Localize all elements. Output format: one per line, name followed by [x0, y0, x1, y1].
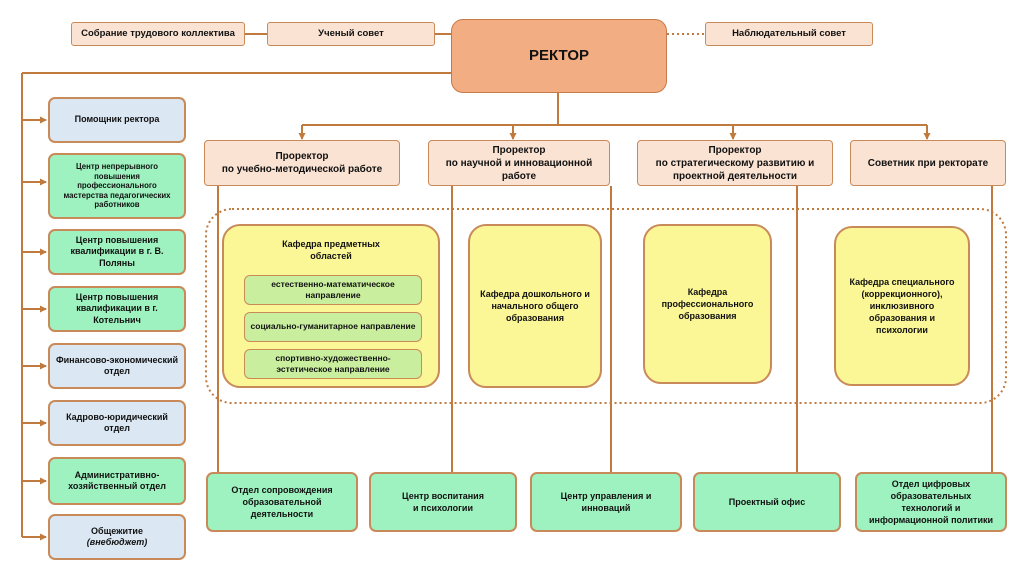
dept-subject-areas-title: Кафедра предметных областей	[282, 239, 380, 262]
upbringing-center-label: Центр воспитания и психологии	[402, 490, 484, 513]
continuous-pd-center-label: Центр непрерывного повышения профессиона…	[63, 162, 171, 210]
dept-preschool-label: Кафедра дошкольного и начального общего …	[480, 288, 590, 324]
upbringing-center-box[interactable]: Центр воспитания и психологии	[369, 472, 517, 532]
direction-science-math-label: естественно-математическое направление	[271, 278, 395, 300]
vice-rector-research-box[interactable]: Проректор по научной и инновационной раб…	[428, 140, 610, 186]
direction-sport-arts-label: спортивно-художественно-эстетическое нап…	[275, 352, 391, 374]
dormitory-note: (внебюджет)	[86, 537, 148, 547]
digital-department-box[interactable]: Отдел цифровых образовательных технологи…	[855, 472, 1007, 532]
vice-rector-teaching-title: Проректор	[275, 151, 329, 162]
advisor-box[interactable]: Советник при ректорате	[850, 140, 1006, 186]
dept-professional-box[interactable]: Кафедра профессионального образования	[643, 224, 772, 384]
rector-box[interactable]: РЕКТОР	[451, 19, 667, 93]
admin-department-box[interactable]: Административно-хозяйственный отдел	[48, 457, 186, 505]
center-kotelnich-box[interactable]: Центр повышения квалификации в г. Котель…	[48, 286, 186, 332]
labor-collective-assembly-label: Собрание трудового коллектива	[81, 28, 235, 40]
assistant-rector-box[interactable]: Помощник ректора	[48, 97, 186, 143]
vice-rector-research-scope: по научной и инновационной работе	[445, 157, 593, 182]
supervisory-board-box[interactable]: Наблюдательный совет	[705, 22, 873, 46]
vice-rector-teaching-scope: по учебно-методической работе	[221, 164, 383, 175]
supervisory-board-label: Наблюдательный совет	[732, 28, 846, 40]
vice-rector-strategy-title: Проректор	[708, 144, 762, 156]
dept-special-box[interactable]: Кафедра специального (коррекционного), и…	[834, 226, 970, 386]
dormitory-label: Общежитие	[91, 525, 143, 536]
academic-council-box[interactable]: Ученый совет	[267, 22, 435, 46]
admin-department-label: Административно-хозяйственный отдел	[68, 469, 166, 491]
academic-council-label: Ученый совет	[318, 28, 384, 40]
vice-rector-strategy-scope: по стратегическому развитию и проектной …	[655, 157, 815, 182]
finance-department-label: Финансово-экономический отдел	[55, 354, 179, 376]
continuous-pd-center-box[interactable]: Центр непрерывного повышения профессиона…	[48, 153, 186, 219]
digital-department-label: Отдел цифровых образовательных технологи…	[868, 478, 994, 526]
center-kotelnich-label: Центр повышения квалификации в г. Котель…	[75, 292, 159, 325]
direction-social-humanities[interactable]: социально-гуманитарное направление	[244, 312, 422, 342]
project-office-label: Проектный офис	[728, 496, 806, 507]
management-center-label: Центр управления и инноваций	[560, 490, 652, 513]
direction-science-math[interactable]: естественно-математическое направление	[244, 275, 422, 305]
center-v-polyany-label: Центр повышения квалификации в г. В. Пол…	[70, 235, 164, 268]
hr-legal-department-box[interactable]: Кадрово-юридический отдел	[48, 400, 186, 446]
support-department-box[interactable]: Отдел сопровождения образовательной деят…	[206, 472, 358, 532]
rector-label: РЕКТОР	[529, 46, 589, 64]
direction-social-humanities-label: социально-гуманитарное направление	[250, 321, 416, 332]
labor-collective-assembly-box[interactable]: Собрание трудового коллектива	[71, 22, 245, 46]
advisor-label: Советник при ректорате	[867, 157, 989, 169]
dept-preschool-box[interactable]: Кафедра дошкольного и начального общего …	[468, 224, 602, 388]
dept-special-label: Кафедра специального (коррекционного), и…	[849, 276, 955, 336]
finance-department-box[interactable]: Финансово-экономический отдел	[48, 343, 186, 389]
management-center-box[interactable]: Центр управления и инноваций	[530, 472, 682, 532]
dormitory-box[interactable]: Общежитие (внебюджет)	[48, 514, 186, 560]
project-office-box[interactable]: Проектный офис	[693, 472, 841, 532]
direction-sport-arts[interactable]: спортивно-художественно-эстетическое нап…	[244, 349, 422, 379]
center-v-polyany-box[interactable]: Центр повышения квалификации в г. В. Пол…	[48, 229, 186, 275]
dept-subject-areas-box[interactable]: Кафедра предметных областей естественно-…	[222, 224, 440, 388]
dept-professional-label: Кафедра профессионального образования	[661, 286, 754, 322]
support-department-label: Отдел сопровождения образовательной деят…	[231, 484, 333, 520]
vice-rector-teaching-box[interactable]: Проректор по учебно-методической работе	[204, 140, 400, 186]
vice-rector-strategy-box[interactable]: Проректор по стратегическому развитию и …	[637, 140, 833, 186]
assistant-rector-label: Помощник ректора	[74, 114, 160, 125]
hr-legal-department-label: Кадрово-юридический отдел	[66, 411, 168, 433]
vice-rector-research-title: Проректор	[492, 144, 546, 156]
